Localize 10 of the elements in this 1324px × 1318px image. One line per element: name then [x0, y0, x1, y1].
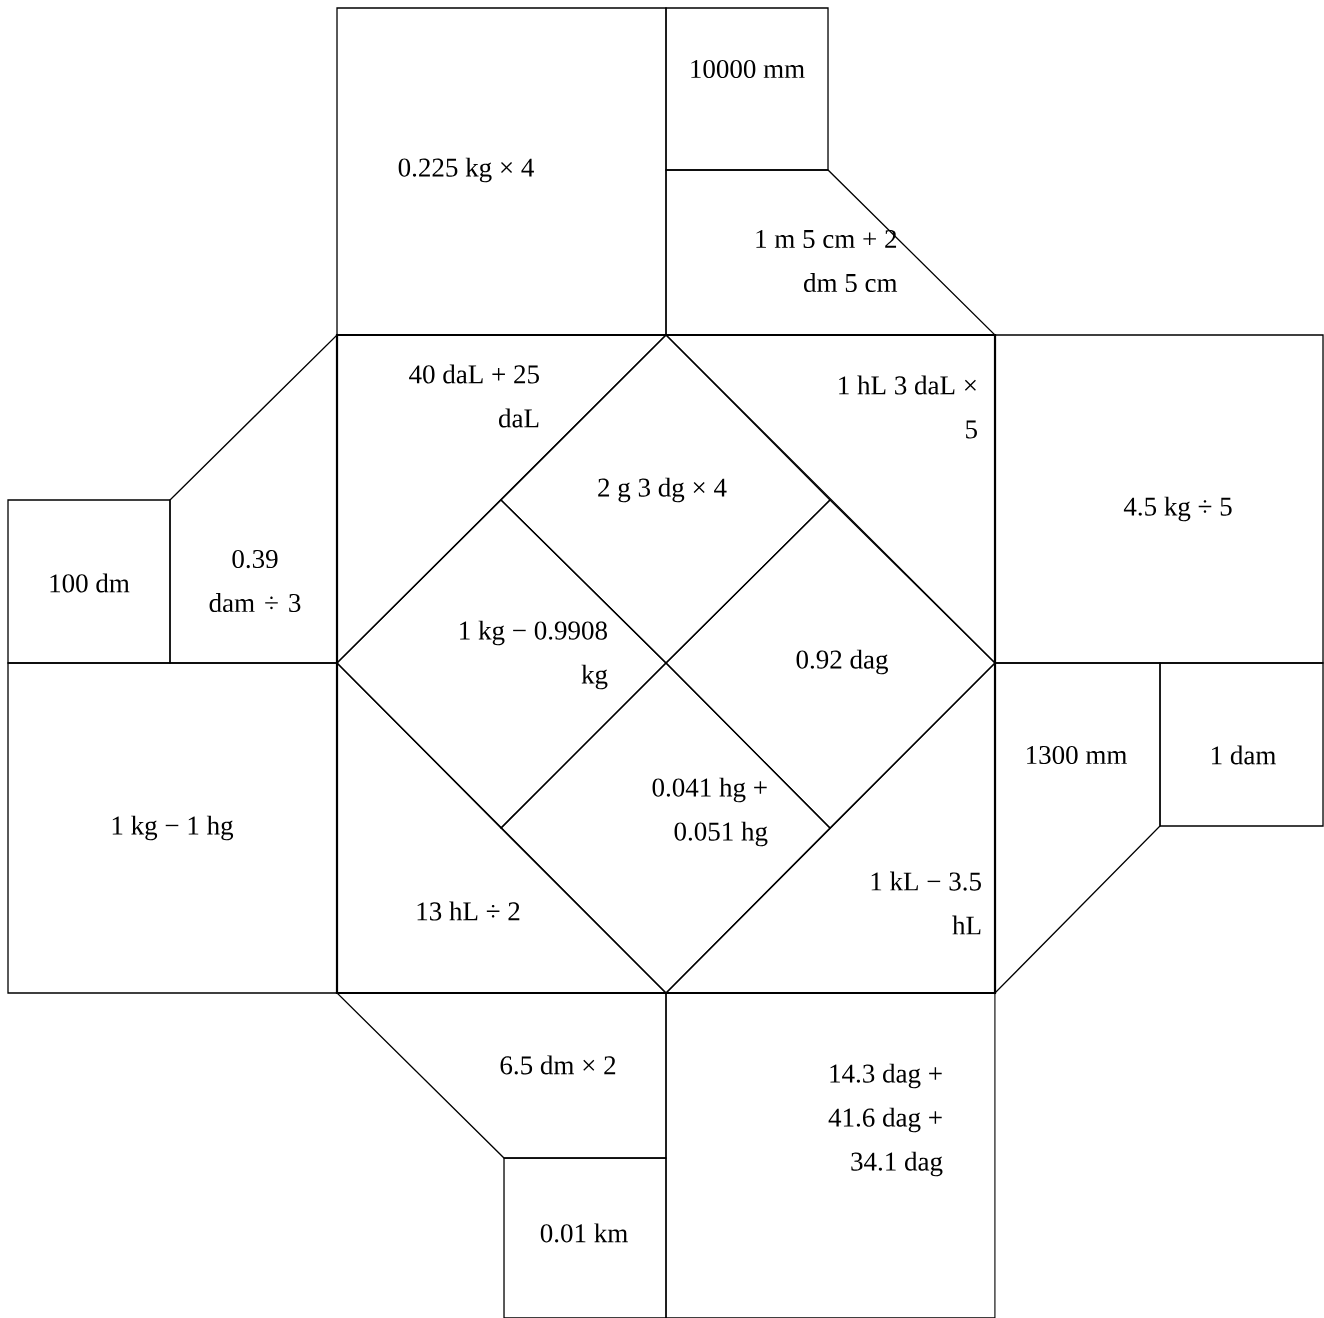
puzzle-piece: 14.3 dag + 41.6 dag + 34.1 dag	[665, 992, 996, 1318]
puzzle-piece: 1 kg − 1 hg	[7, 662, 338, 994]
puzzle-piece: 0.39 dam ÷ 3	[169, 333, 338, 664]
puzzle-piece: 4.5 kg ÷ 5	[994, 334, 1324, 664]
puzzle-piece: 1 dam	[1159, 662, 1324, 827]
puzzle-piece: 100 dm	[7, 499, 171, 664]
puzzle-piece: 0.225 kg × 4	[336, 7, 667, 336]
puzzle-piece: 1 m 5 cm + 2 dm 5 cm	[665, 169, 997, 336]
puzzle-piece: 0.01 km	[503, 1157, 667, 1318]
puzzle-piece: 10000 mm	[665, 7, 829, 171]
